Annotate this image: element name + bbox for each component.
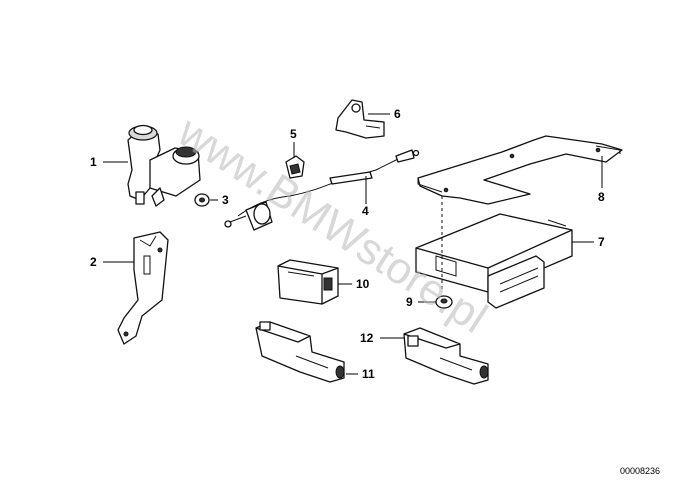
callout-2: 2 [90,255,97,269]
part-3-nut [194,193,210,207]
watermark: www.BMWstore.pl [169,107,496,343]
callout-5: 5 [290,127,297,141]
callout-9: 9 [406,295,413,309]
callout-4: 4 [362,204,369,218]
callout-11: 11 [362,367,375,381]
callout-12: 12 [360,331,374,345]
part-10-switch [277,259,339,305]
callout-8: 8 [598,190,605,204]
part-5-clip [285,155,305,179]
part-8-plate [417,135,623,205]
part-11-sensor [255,321,345,383]
callout-6: 6 [394,107,401,121]
part-1-actuator [127,124,201,207]
part-12-sensor [403,327,489,385]
part-4-cable [224,149,420,231]
callout-1: 1 [90,155,97,169]
part-9-nut [435,295,453,309]
callout-10: 10 [356,277,370,291]
callout-3: 3 [222,193,229,207]
callout-7: 7 [598,235,605,249]
part-7-control-unit [415,213,573,309]
part-2-bracket [117,231,169,345]
reference-number: 00008236 [620,466,660,476]
part-6-bracket [335,99,385,139]
